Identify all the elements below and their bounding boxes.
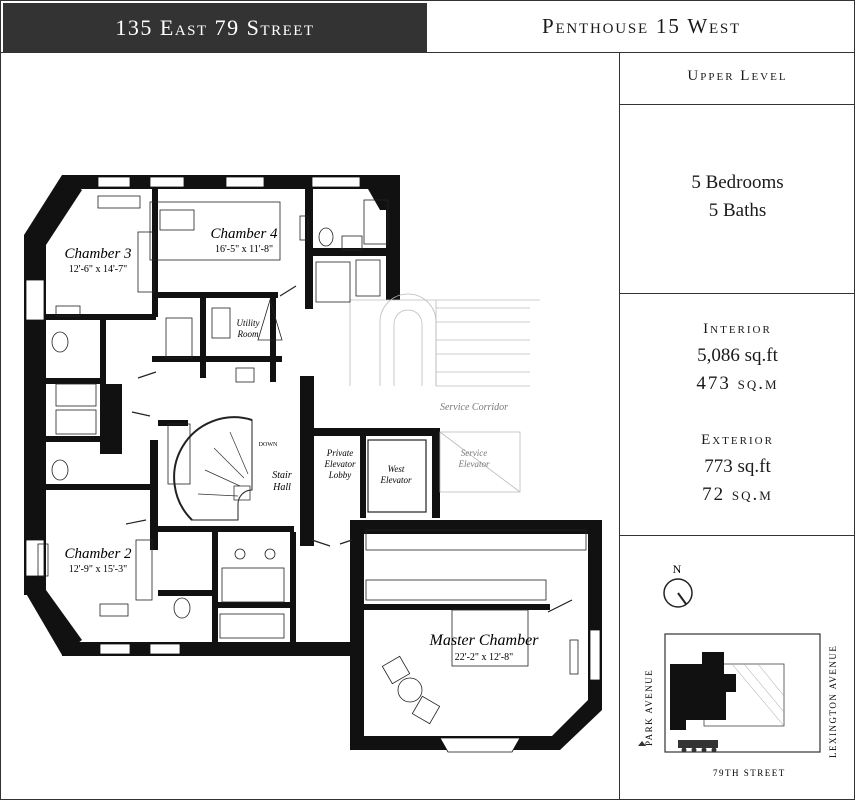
- west-elevator-label-1: West: [388, 464, 405, 474]
- stair-hall-label-2: Hall: [272, 482, 291, 493]
- service-corridor-label: Service Corridor: [440, 402, 508, 413]
- bath-fixtures: [51, 199, 389, 639]
- exterior-sqm: 72 sq.m: [702, 484, 773, 505]
- west-elevator-label-2: Elevator: [380, 475, 412, 485]
- chamber4-name: Chamber 4: [210, 226, 278, 242]
- exterior-sqft: 773 sq.ft: [704, 456, 771, 477]
- locator-map: PARK AVENUE LEXINGTON AVENUE 79TH STREET: [638, 633, 838, 778]
- entrance-arrow-icon: [638, 741, 646, 746]
- master-chamber-dims: 22'-2" x 12'-8": [455, 652, 513, 663]
- utility-label-2: Room: [237, 329, 259, 339]
- service-elevator-label-2: Elevator: [458, 459, 490, 469]
- sidebar-rule-2: [620, 293, 855, 294]
- lexington-avenue-label: LEXINGTON AVENUE: [828, 645, 838, 758]
- private-lobby-label-3: Lobby: [328, 470, 352, 480]
- terrace-strip: [678, 740, 718, 748]
- baths-count: 5 Baths: [708, 200, 767, 221]
- address-text: 135 East 79 Street: [115, 14, 315, 40]
- private-lobby-label-2: Elevator: [324, 459, 356, 469]
- windows: [25, 176, 601, 753]
- utility-label-1: Utility: [237, 318, 260, 328]
- chamber4-dims: 16'-5" x 11'-8": [215, 244, 273, 255]
- north-compass: N: [663, 562, 693, 608]
- chamber3-name: Chamber 3: [64, 246, 131, 262]
- furniture: [37, 195, 579, 725]
- interior-sqm: 473 sq.m: [696, 373, 779, 394]
- interior-walls: [46, 189, 550, 642]
- exterior-label: Exterior: [701, 432, 774, 448]
- chamber2-name: Chamber 2: [64, 546, 132, 562]
- interior-sqft: 5,086 sq.ft: [697, 345, 778, 366]
- service-stair: [349, 293, 540, 493]
- sidebar-rule-3: [620, 535, 855, 536]
- compass-needle: [677, 592, 687, 605]
- bedrooms-count: 5 Bedrooms: [691, 172, 784, 193]
- address-header: 135 East 79 Street: [3, 3, 427, 52]
- down-label: DOWN: [259, 442, 278, 448]
- block-outline: [664, 633, 821, 753]
- spiral-stair: [173, 416, 253, 521]
- closets: [165, 259, 587, 601]
- floor-plan: Chamber 3 12'-6" x 14'-7" Chamber 4 16'-…: [24, 175, 602, 753]
- locator-panel: N PARK AVENUE LEXINGTON AVENUE 79TH STRE…: [638, 562, 838, 778]
- room-labels: Chamber 3 12'-6" x 14'-7" Chamber 4 16'-…: [64, 226, 539, 663]
- chamber3-dims: 12'-6" x 14'-7": [69, 264, 127, 275]
- north-label: N: [673, 562, 682, 576]
- building-footprint: [670, 652, 736, 730]
- master-chamber-name: Master Chamber: [429, 632, 540, 649]
- level-label: Upper Level: [687, 68, 788, 84]
- doors: [125, 285, 573, 613]
- west-elevator: [367, 439, 427, 513]
- chamber2-dims: 12'-9" x 15'-3": [69, 564, 127, 575]
- sidebar-rule-1: [620, 104, 855, 105]
- header-divider: [0, 52, 855, 53]
- park-avenue-label: PARK AVENUE: [644, 669, 654, 746]
- stair-hall-label-1: Stair: [272, 470, 292, 481]
- unit-header: Penthouse 15 West: [428, 0, 855, 52]
- service-elevator-label-1: Service: [461, 448, 487, 458]
- unit-text: Penthouse 15 West: [541, 13, 742, 38]
- private-lobby-label-1: Private: [326, 448, 354, 458]
- street-label: 79TH STREET: [713, 768, 786, 778]
- interior-label: Interior: [703, 321, 772, 337]
- sidebar-divider: [619, 52, 620, 800]
